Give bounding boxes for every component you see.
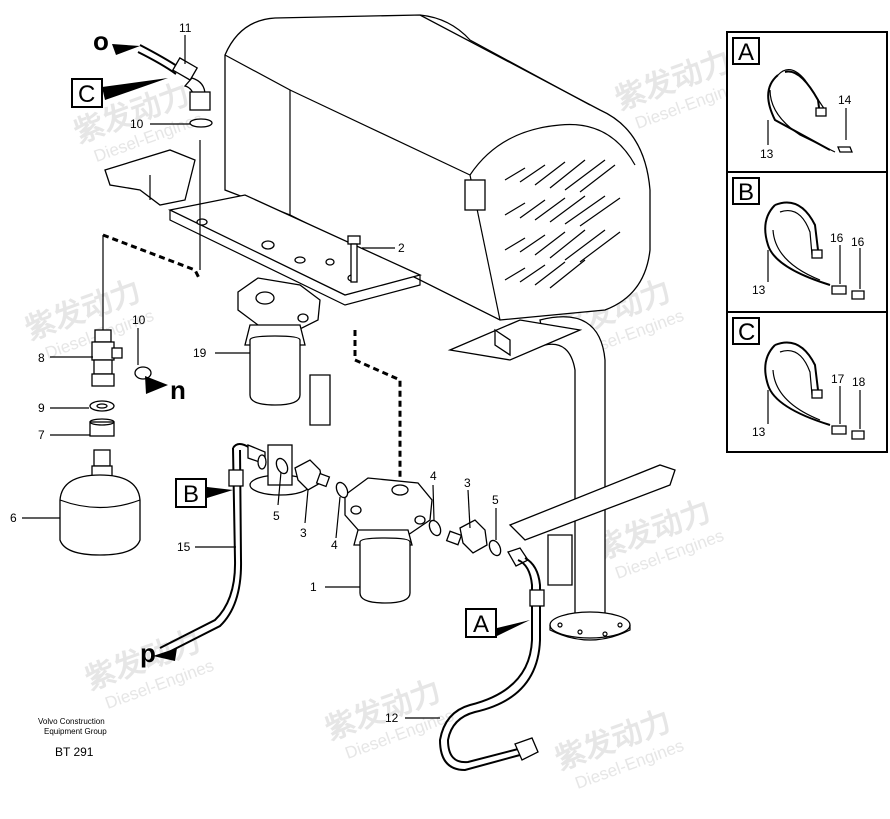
callout-11: 11 xyxy=(179,21,192,35)
callout-3: 3 xyxy=(464,476,471,490)
footer-code: BT 291 xyxy=(55,745,94,759)
inset-A: A 13 14 xyxy=(732,37,853,161)
tank-housing xyxy=(224,14,651,321)
callout-12: 12 xyxy=(385,711,399,725)
dashed-leaders xyxy=(102,140,402,480)
callout-10: 10 xyxy=(130,117,144,131)
callout-4: 4 xyxy=(430,469,437,483)
callout-6: 6 xyxy=(10,511,17,525)
inset-letter: B xyxy=(738,179,754,206)
inset-tie-label: 13 xyxy=(752,425,766,439)
footer-line1: Volvo Construction xyxy=(38,717,105,726)
callout-15: 15 xyxy=(177,540,191,554)
connection-letter-p: p xyxy=(140,638,156,668)
connection-letter-n: n xyxy=(170,375,186,405)
ref-box-B: B xyxy=(175,478,207,508)
pipe-12 xyxy=(438,557,545,772)
callout-10: 10 xyxy=(132,313,146,327)
ref-box-label: A xyxy=(473,611,489,638)
fittings-left xyxy=(275,457,349,499)
pipe-11 xyxy=(137,44,213,128)
inset-tie-label: 13 xyxy=(760,147,774,161)
filter-1 xyxy=(344,477,433,604)
filter-19 xyxy=(237,277,321,406)
inset-clip-label: 16 xyxy=(830,231,844,245)
inset-letter: C xyxy=(738,319,755,346)
callout-19: 19 xyxy=(193,346,207,360)
footer-line2: Equipment Group xyxy=(44,727,107,736)
callout-2: 2 xyxy=(398,241,405,255)
footer: Volvo Construction Equipment Group BT 29… xyxy=(38,717,107,759)
inset-clip-label: 18 xyxy=(852,375,866,389)
fittings-right xyxy=(428,519,529,567)
connection-letter-o: o xyxy=(93,26,109,56)
inset-panel: A 13 14 B 13 16 xyxy=(726,31,888,453)
callout-8: 8 xyxy=(38,351,45,365)
ref-box-C: C xyxy=(71,78,103,108)
callout-9: 9 xyxy=(38,401,45,415)
inset-clip-label: 17 xyxy=(831,372,845,386)
pipe-15 xyxy=(159,443,267,655)
callout-4: 4 xyxy=(331,538,338,552)
inset-tie-label: 13 xyxy=(752,283,766,297)
ref-box-label: C xyxy=(78,81,95,108)
accumulator-assembly xyxy=(59,329,152,556)
inset-clip-label: 16 xyxy=(851,235,865,249)
callout-1: 1 xyxy=(310,580,317,594)
bolt-2 xyxy=(347,235,361,283)
callout-7: 7 xyxy=(38,428,45,442)
support-post xyxy=(447,316,676,641)
ref-box-label: B xyxy=(183,481,199,508)
flow-arrows xyxy=(102,44,530,661)
inset-C: C 13 17 18 xyxy=(732,317,866,440)
inset-clip-label: 14 xyxy=(838,93,852,107)
callout-5: 5 xyxy=(273,509,280,523)
inset-letter: A xyxy=(738,39,754,66)
leader-lines xyxy=(22,35,497,719)
callout-3: 3 xyxy=(300,526,307,540)
inset-B: B 13 16 16 xyxy=(732,177,865,300)
ref-box-A: A xyxy=(465,608,497,638)
callout-labels: 11 10 2 10 8 9 7 6 19 5 3 4 4 3 5 15 1 1… xyxy=(10,21,499,725)
callout-5: 5 xyxy=(492,493,499,507)
